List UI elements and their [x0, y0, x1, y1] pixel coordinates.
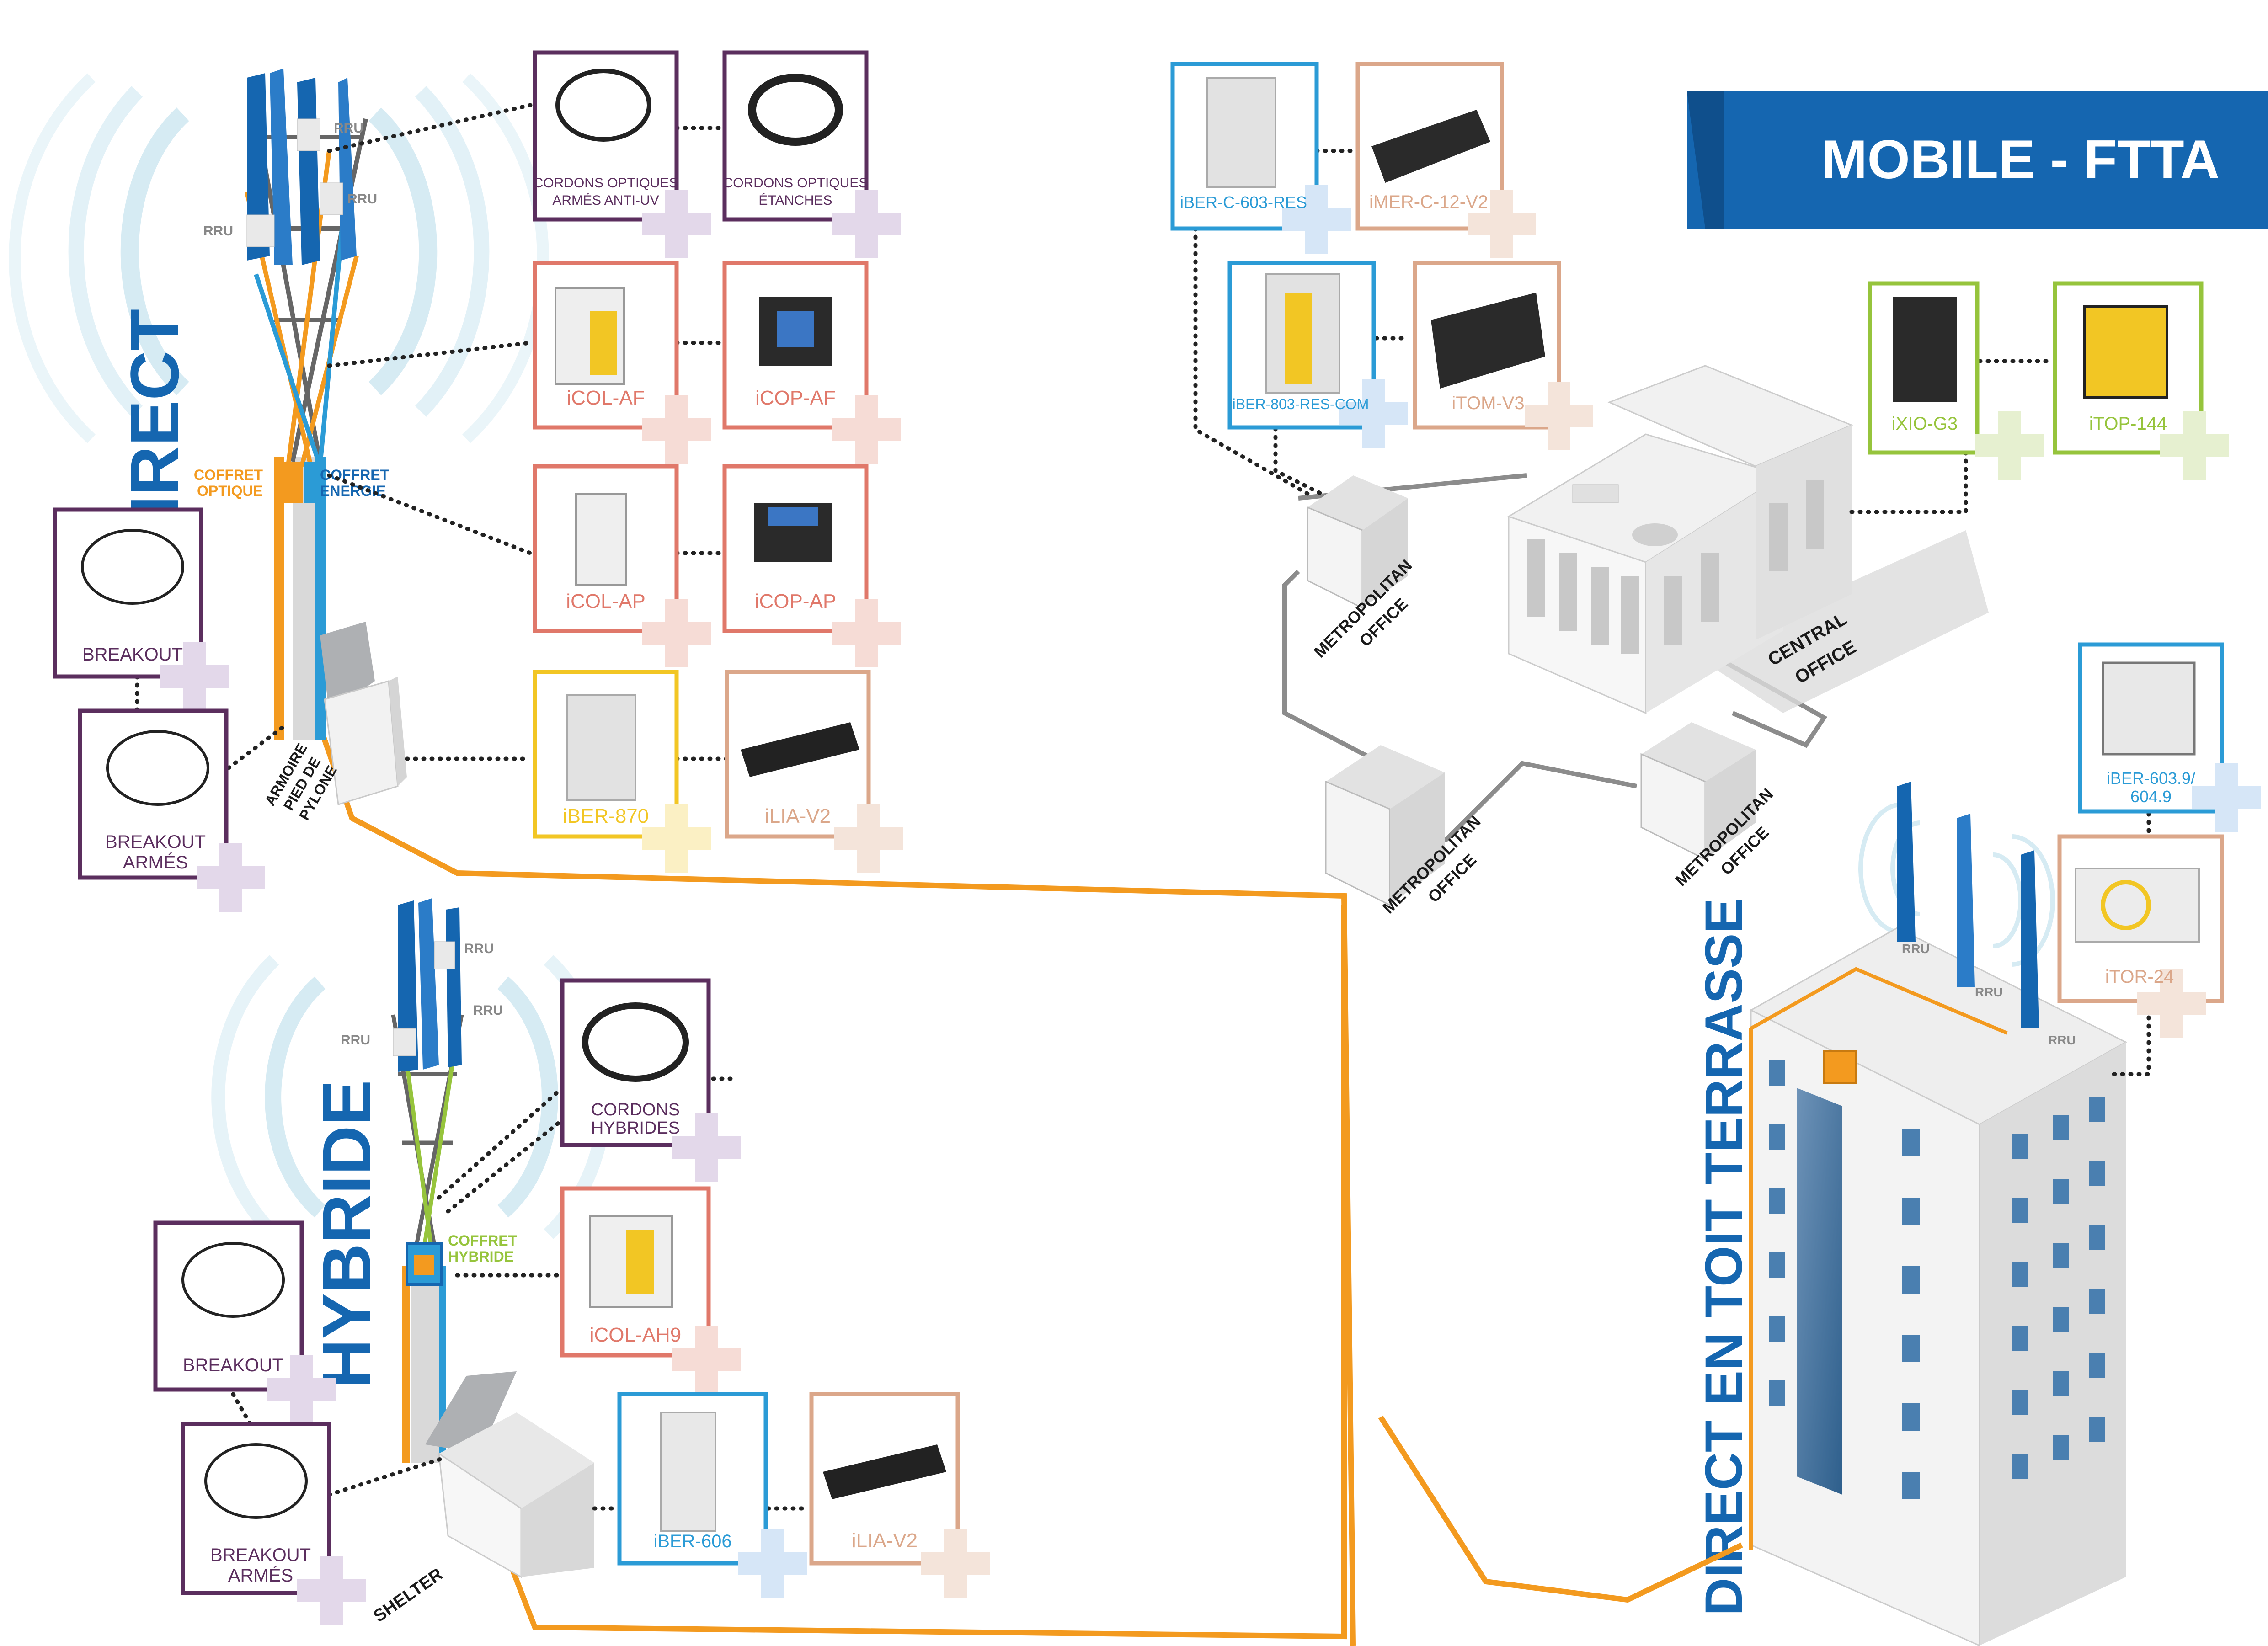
svg-text:iBER-803-RES-COM: iBER-803-RES-COM — [1233, 396, 1369, 412]
product-cordons-etanches[interactable]: CORDONS OPTIQUES ÉTANCHES — [722, 50, 901, 258]
product-breakout-bottom[interactable]: BREAKOUT — [153, 1220, 336, 1424]
tower-hybride — [391, 898, 464, 1463]
armoire-pied-de-pylone — [320, 622, 407, 805]
rru-label: RRU — [464, 941, 494, 956]
svg-text:BREAKOUT: BREAKOUT — [183, 1355, 283, 1375]
tower-indirect — [245, 69, 368, 740]
svg-text:iMER-C-12-V2: iMER-C-12-V2 — [1369, 192, 1488, 212]
svg-text:iLIA-V2: iLIA-V2 — [765, 805, 831, 827]
coffret-hybride-label: COFFRET HYBRIDE — [448, 1232, 518, 1265]
rru-label: RRU — [341, 1033, 370, 1048]
central-office-building — [1507, 365, 1989, 714]
svg-text:ARMÉS: ARMÉS — [123, 852, 188, 873]
rru-label: RRU — [347, 192, 377, 207]
product-icol-ah9[interactable]: iCOL-AH9 — [560, 1186, 741, 1394]
svg-text:BREAKOUT: BREAKOUT — [105, 832, 206, 852]
metropolitan-office-center — [1325, 745, 1445, 906]
product-icop-af[interactable]: iCOP-AF — [722, 261, 901, 464]
svg-text:iTOM-V3: iTOM-V3 — [1452, 393, 1524, 413]
svg-text:iCOL-AH9: iCOL-AH9 — [590, 1324, 682, 1346]
svg-text:CORDONS: CORDONS — [591, 1100, 680, 1119]
svg-text:CORDONS OPTIQUES: CORDONS OPTIQUES — [723, 176, 868, 191]
svg-text:iBER-603.9/: iBER-603.9/ — [2107, 769, 2195, 788]
svg-text:COFFRET: COFFRET — [194, 467, 263, 483]
product-cordons-hybrides[interactable]: CORDONS HYBRIDES — [560, 978, 741, 1182]
coffret-energie-label: COFFRET ENERGIE — [320, 467, 390, 499]
svg-text:OPTIQUE: OPTIQUE — [197, 483, 263, 499]
svg-text:ÉTANCHES: ÉTANCHES — [758, 193, 832, 208]
svg-text:iXIO-G3: iXIO-G3 — [1892, 414, 1958, 434]
rru-label: RRU — [1975, 985, 2003, 999]
svg-text:HYBRIDES: HYBRIDES — [591, 1119, 680, 1138]
product-breakout-armes-bottom[interactable]: BREAKOUT ARMÉS — [181, 1422, 366, 1625]
svg-text:iCOL-AP: iCOL-AP — [566, 590, 646, 613]
rru-label: RRU — [203, 224, 233, 239]
product-ilia-v2-bottom[interactable]: iLIA-V2 — [809, 1392, 990, 1598]
product-iber-606[interactable]: iBER-606 — [617, 1392, 807, 1598]
svg-text:iTOR-24: iTOR-24 — [2105, 967, 2174, 987]
svg-text:iCOP-AP: iCOP-AP — [755, 590, 836, 613]
product-itop-144[interactable]: iTOP-144 — [2053, 281, 2229, 480]
product-iber-803-res-com[interactable]: iBER-803-RES-COM — [1227, 261, 1408, 448]
product-imer-c-12-v2[interactable]: iMER-C-12-V2 — [1355, 62, 1536, 258]
product-cordons-antiuv[interactable]: CORDONS OPTIQUES ARMÉS ANTI-UV — [533, 50, 711, 258]
metropolitan-office-top — [1307, 475, 1408, 609]
product-iber-870[interactable]: iBER-870 — [533, 670, 711, 873]
svg-text:COFFRET: COFFRET — [448, 1232, 518, 1249]
product-iber-603-9[interactable]: iBER-603.9/ 604.9 — [2078, 642, 2261, 832]
svg-text:ARMÉS ANTI-UV: ARMÉS ANTI-UV — [552, 193, 659, 208]
svg-text:iCOL-AF: iCOL-AF — [566, 387, 645, 409]
header-banner: MOBILE - FTTA — [1687, 91, 2268, 229]
svg-text:BREAKOUT: BREAKOUT — [82, 645, 183, 665]
svg-text:CORDONS OPTIQUES: CORDONS OPTIQUES — [534, 176, 678, 191]
svg-text:HYBRIDE: HYBRIDE — [448, 1248, 514, 1265]
product-icol-af[interactable]: iCOL-AF — [533, 261, 711, 464]
section-direct: DIRECT EN TOIT TERRASSE — [1695, 898, 1753, 1616]
product-ilia-v2-top[interactable]: iLIA-V2 — [725, 670, 903, 873]
shelter-label: SHELTER — [370, 1565, 447, 1626]
product-itor-24[interactable]: iTOR-24 — [2057, 834, 2224, 1038]
svg-text:iCOP-AF: iCOP-AF — [755, 387, 836, 409]
svg-text:604.9: 604.9 — [2130, 787, 2172, 806]
svg-text:BREAKOUT: BREAKOUT — [210, 1545, 311, 1565]
coffret-optique-label: COFFRET OPTIQUE — [194, 467, 263, 499]
shelter — [425, 1371, 594, 1578]
rru-label: RRU — [473, 1003, 503, 1018]
page-title: MOBILE - FTTA — [1822, 129, 2220, 190]
section-hybride: HYBRIDE — [308, 1080, 385, 1388]
product-itom-v3[interactable]: iTOM-V3 — [1413, 261, 1593, 450]
svg-text:iBER-C-603-RES: iBER-C-603-RES — [1180, 193, 1307, 212]
product-iber-c-603-res[interactable]: iBER-C-603-RES — [1170, 62, 1351, 254]
svg-text:iLIA-V2: iLIA-V2 — [852, 1529, 918, 1552]
product-ixio-g3[interactable]: iXIO-G3 — [1868, 281, 2044, 480]
rru-label: RRU — [334, 121, 363, 136]
svg-text:ARMÉS: ARMÉS — [228, 1565, 293, 1586]
rru-label: RRU — [1902, 942, 1930, 956]
product-breakout-top[interactable]: BREAKOUT — [53, 507, 229, 711]
product-icop-ap[interactable]: iCOP-AP — [722, 464, 901, 667]
svg-text:iBER-870: iBER-870 — [563, 805, 649, 827]
product-icol-ap[interactable]: iCOL-AP — [533, 464, 711, 667]
product-breakout-armes-top[interactable]: BREAKOUT ARMÉS — [78, 708, 265, 912]
metropolitan-office-right — [1640, 722, 1756, 861]
svg-text:iBER-606: iBER-606 — [653, 1531, 731, 1551]
svg-text:iTOP-144: iTOP-144 — [2089, 414, 2167, 434]
high-rise-building — [1749, 782, 2128, 1646]
rru-label: RRU — [2048, 1033, 2076, 1047]
